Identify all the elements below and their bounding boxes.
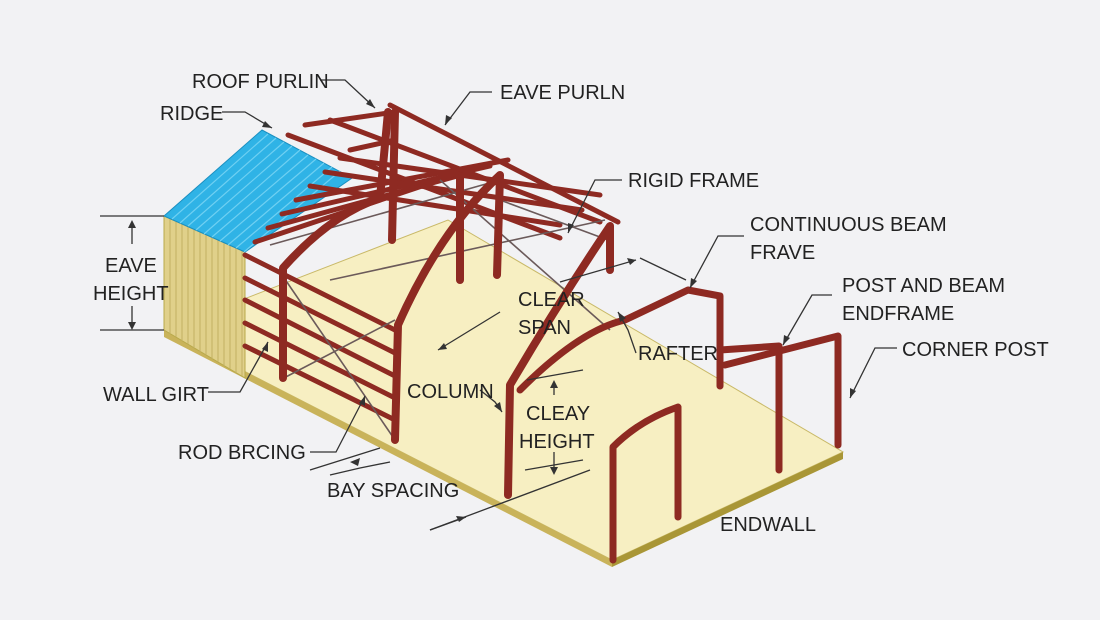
label-endframe: ENDFRAME — [842, 303, 954, 325]
label-roof-purlin: ROOF PURLIN — [192, 71, 329, 93]
leader-arrowheads — [128, 99, 856, 522]
label-eave-purlin: EAVE PURLN — [500, 82, 625, 104]
label-ridge: RIDGE — [160, 103, 223, 125]
leader-lines — [100, 79, 897, 531]
label-continuous-beam: CONTINUOUS BEAM — [750, 214, 947, 236]
label-rigid-frame: RIGID FRAME — [628, 170, 759, 192]
label-eave-height: HEIGHT — [93, 283, 169, 305]
roof-purlins — [252, 102, 621, 245]
label-clear-height: HEIGHT — [519, 431, 595, 453]
endframe — [516, 286, 842, 564]
label-endwall: ENDWALL — [720, 514, 816, 536]
wall-girts — [242, 252, 398, 423]
label-rafter: RAFTER — [638, 343, 718, 365]
roof-panel — [163, 129, 353, 253]
floor-slab — [162, 219, 845, 567]
rod-bracing — [269, 179, 611, 441]
label-post-and-beam: POST AND BEAM — [842, 275, 1005, 297]
label-continuous-beam-frave: FRAVE — [750, 242, 815, 264]
label-wall-girt: WALL GIRT — [103, 384, 209, 406]
wall-cladding — [163, 215, 246, 379]
label-column: COLUMN — [407, 381, 494, 403]
label-cleay: CLEAY — [526, 403, 590, 425]
label-corner-post: CORNER POST — [902, 339, 1049, 361]
label-bay-spacing: BAY SPACING — [327, 480, 459, 502]
rigid-frames — [279, 108, 614, 499]
label-clear: CLEAR — [518, 289, 585, 311]
label-rod-bracing: ROD BRCING — [178, 442, 306, 464]
label-eave: EAVE — [105, 255, 157, 277]
label-clear-span: SPAN — [518, 317, 571, 339]
